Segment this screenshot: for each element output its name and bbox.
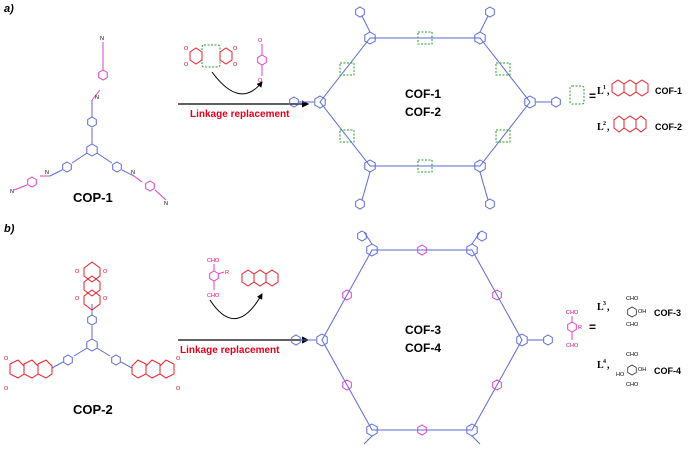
legend-l2: L 2 , COF-2	[597, 115, 682, 133]
svg-text:O: O	[4, 386, 9, 392]
legend-l4-linker: L	[597, 360, 604, 371]
legend-l3-product: COF-3	[654, 308, 681, 318]
svg-text:O: O	[4, 356, 9, 362]
legend-l1: L 1 , COF-1	[597, 79, 682, 97]
legend-l2-product: COF-2	[655, 122, 682, 132]
legend-l3: L 3 , CHO OH CHO COF-3	[597, 296, 681, 328]
legend-l3-g0: CHO	[626, 296, 639, 302]
legend-l3-linker: L	[597, 302, 604, 313]
legend-l3-sep: ,	[607, 302, 610, 313]
cop1-structure: N N N N N N	[10, 36, 168, 207]
cof34-framework	[291, 230, 553, 445]
cof12-framework	[289, 6, 561, 210]
legend-l3-g1: OH	[638, 309, 646, 315]
svg-text:O: O	[184, 46, 189, 52]
legend-cho-bottom: CHO	[566, 343, 579, 349]
legend-l4-g0: CHO	[626, 352, 639, 358]
product-label-cof4: COF-4	[405, 341, 441, 355]
legend-l2-sup: 2	[603, 121, 606, 127]
svg-text:O: O	[258, 78, 263, 84]
svg-text:N: N	[95, 95, 99, 101]
legend-l1-sup: 1	[603, 85, 606, 91]
svg-text:O: O	[75, 296, 80, 302]
legend-l4-g1: OH	[638, 367, 646, 373]
svg-text:O: O	[233, 62, 238, 68]
reagent-dialdehyde-out-a: O O	[257, 38, 267, 84]
equals-b: =	[589, 320, 596, 334]
legend-l1-product: COF-1	[655, 86, 682, 96]
legend-l4-g2: CHO	[626, 382, 639, 388]
legend-l4: L 4 , CHO OH CHO HO COF-4	[597, 352, 681, 388]
legend-l2-linker: L	[597, 122, 604, 133]
cop2-structure: O O O O O O O O	[4, 261, 181, 392]
svg-text:O: O	[176, 356, 181, 362]
reagent-dianhydride-out-b	[241, 269, 279, 287]
svg-text:N: N	[45, 170, 49, 176]
svg-text:N: N	[131, 170, 135, 176]
reagent-cho-top: CHO	[207, 258, 220, 264]
legend-l1-linker: L	[597, 86, 604, 97]
legend-l4-product: COF-4	[654, 366, 681, 376]
cop2-label: COP-2	[73, 402, 113, 417]
legend-l3-g2: CHO	[626, 322, 639, 328]
svg-text:N: N	[100, 36, 104, 42]
panel-b-label: b)	[4, 223, 15, 235]
svg-text:O: O	[103, 269, 108, 275]
legend-l1-sep: ,	[607, 86, 610, 97]
placeholder-linker-a	[569, 85, 585, 105]
reagent-dialdehyde-b: CHO CHO R	[207, 258, 229, 299]
panel-a-label: a)	[4, 3, 14, 15]
svg-text:O: O	[184, 62, 189, 68]
legend-l4-sep: ,	[607, 360, 610, 371]
svg-text:O: O	[75, 269, 80, 275]
legend-cho-top: CHO	[566, 310, 579, 316]
product-label-cof2: COF-2	[405, 105, 441, 119]
product-label-cof3: COF-3	[405, 323, 441, 337]
svg-text:O: O	[258, 38, 263, 44]
svg-text:N: N	[10, 189, 14, 195]
svg-text:O: O	[103, 296, 108, 302]
reagent-dianhydride-a: O O O O	[184, 44, 238, 68]
reagent-cho-bottom: CHO	[207, 293, 220, 299]
svg-text:O: O	[176, 386, 181, 392]
svg-text:O: O	[233, 46, 238, 52]
legend-l2-sep: ,	[607, 122, 610, 133]
svg-text:N: N	[164, 201, 168, 207]
legend-l4-g3: HO	[616, 372, 625, 378]
placeholder-linker-b: CHO CHO R	[566, 310, 582, 349]
reagent-r-group: R	[225, 270, 229, 276]
cop1-label: COP-1	[73, 190, 113, 205]
process-label-a: Linkage replacement	[190, 109, 290, 120]
product-label-cof1: COF-1	[405, 87, 441, 101]
process-label-b: Linkage replacement	[180, 345, 280, 356]
equals-a: =	[589, 89, 596, 103]
legend-l4-sup: 4	[603, 359, 606, 365]
legend-l3-sup: 3	[603, 301, 606, 307]
legend-r-group: R	[578, 325, 582, 331]
